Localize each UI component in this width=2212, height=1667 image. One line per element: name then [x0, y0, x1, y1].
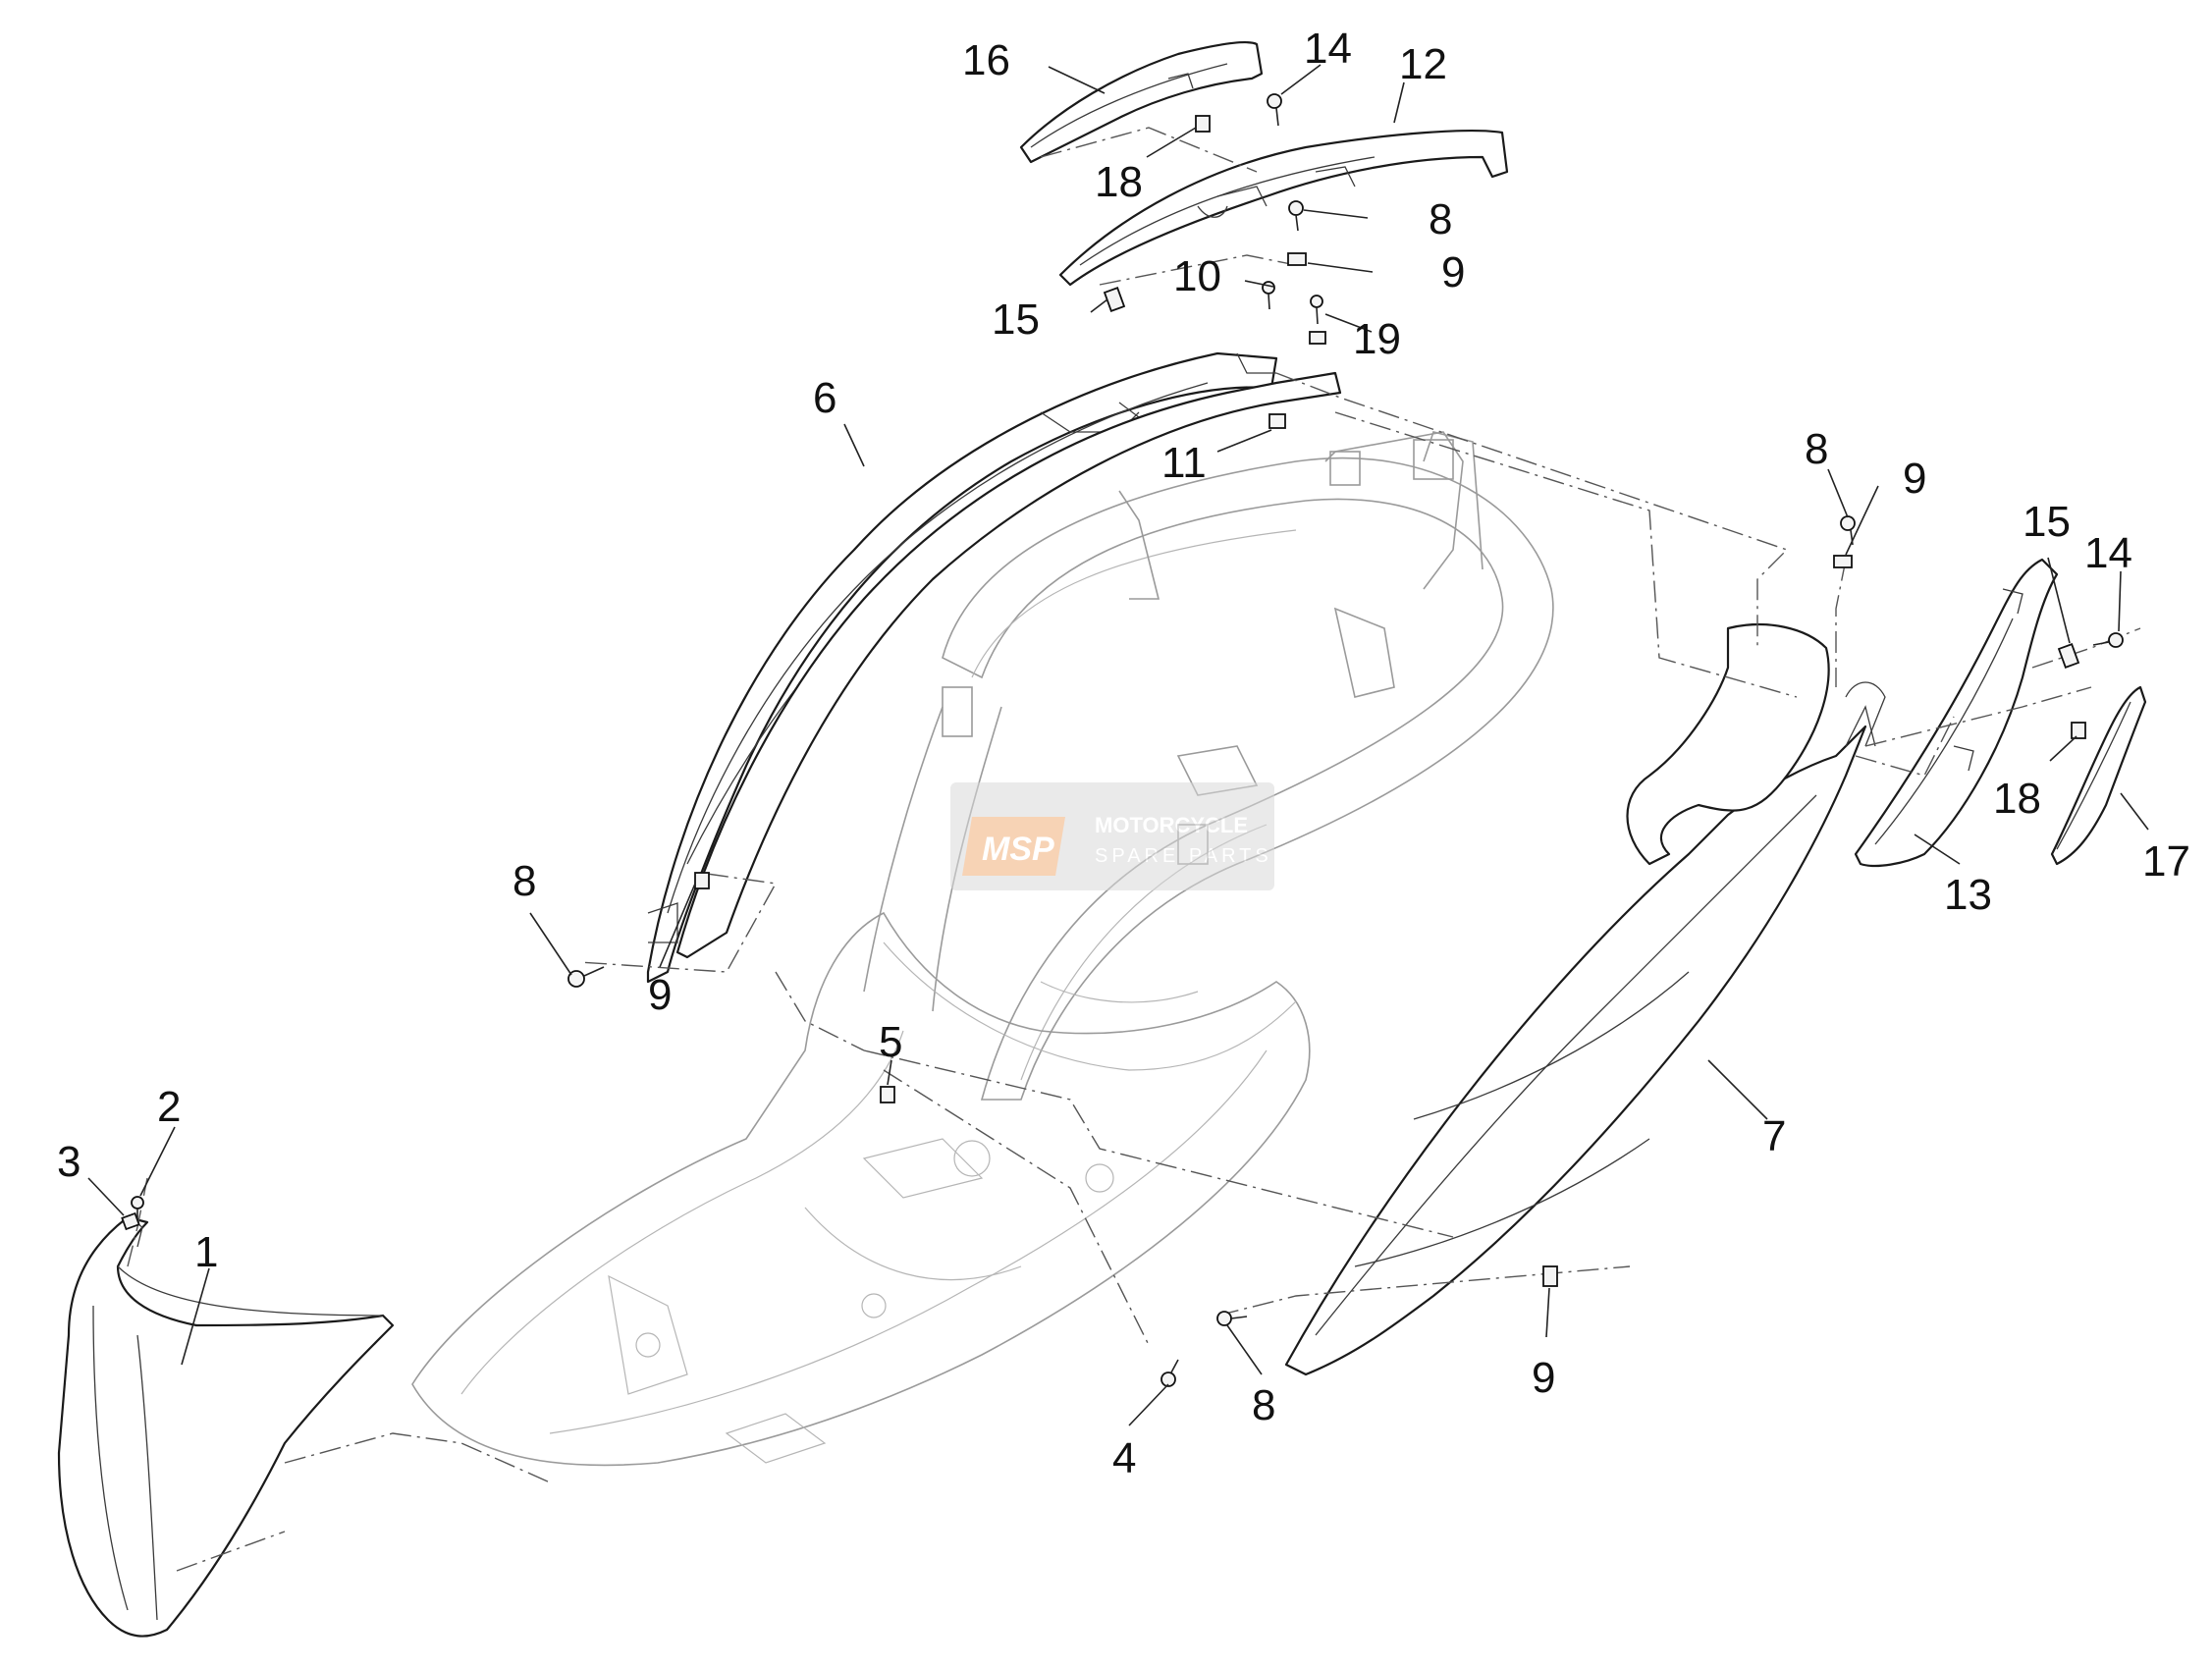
- callout-9-top: 9: [1441, 248, 1465, 296]
- part-7-right-side-cover: [1284, 622, 1886, 1376]
- callout-17: 17: [2142, 837, 2190, 886]
- callout-5: 5: [879, 1018, 902, 1066]
- watermark: MSP MOTORCYCLE SPARE PARTS: [950, 782, 1274, 890]
- screw-14-right: [2092, 632, 2124, 648]
- screw-8-top: [1288, 200, 1304, 232]
- footrest-floor: [411, 911, 1311, 1467]
- callout-12: 12: [1399, 40, 1447, 88]
- leader-lines: [87, 64, 2149, 1426]
- clip-18-right: [2071, 722, 2086, 739]
- callout-8-right: 8: [1805, 425, 1828, 473]
- clip-9-left: [694, 872, 710, 889]
- clip-18-top: [1195, 115, 1211, 133]
- clip-19-washer: [1309, 331, 1326, 345]
- callout-labels: 1 2 3 4 5 6 7 8 8 8 8 9 9 9 9 10 11 12 1…: [57, 25, 2190, 1482]
- watermark-line2: SPARE PARTS: [1095, 845, 1272, 867]
- callout-9-left: 9: [648, 971, 672, 1019]
- assembly-lines: [127, 127, 2141, 1572]
- watermark-line1: MOTORCYCLE: [1095, 813, 1248, 837]
- clip-9-right: [1833, 555, 1853, 568]
- screw-8-left: [567, 966, 605, 988]
- part-13-rear-trim: [1854, 558, 2059, 868]
- part-12-upper-rear-rail: [1058, 130, 1509, 287]
- callout-8-left: 8: [513, 857, 536, 905]
- screw-19: [1310, 295, 1323, 325]
- part-6-left-side-cover: [646, 351, 1342, 984]
- callout-13: 13: [1944, 871, 1992, 919]
- clip-5: [880, 1086, 895, 1103]
- callout-15-right: 15: [2023, 498, 2071, 546]
- clip-15-right: [2057, 643, 2080, 669]
- part-16-rail-cap: [1019, 40, 1264, 164]
- screw-14-top: [1267, 93, 1282, 127]
- clip-15-top: [1103, 287, 1126, 312]
- clip-9-bottom: [1542, 1265, 1558, 1287]
- callout-11: 11: [1161, 439, 1207, 487]
- screw-2: [131, 1196, 144, 1222]
- callout-15-top: 15: [992, 296, 1040, 344]
- part-17-trim-cap: [2050, 685, 2147, 866]
- callout-14-right: 14: [2084, 529, 2132, 577]
- callout-16: 16: [962, 36, 1010, 84]
- hardware: [121, 93, 2124, 1387]
- clip-9-top: [1287, 252, 1307, 266]
- callout-9-right: 9: [1903, 455, 1926, 503]
- callout-6: 6: [813, 374, 836, 422]
- callout-8-bottom: 8: [1252, 1381, 1275, 1429]
- watermark-logo: MSP: [982, 831, 1054, 868]
- callout-19: 19: [1353, 315, 1401, 363]
- callout-9-bottom: 9: [1532, 1354, 1555, 1402]
- screw-8-bottom: [1216, 1311, 1248, 1326]
- callout-1: 1: [194, 1228, 218, 1276]
- callout-10: 10: [1173, 252, 1221, 300]
- callout-7: 7: [1762, 1112, 1786, 1160]
- callout-4: 4: [1112, 1434, 1136, 1482]
- screw-4: [1160, 1359, 1179, 1387]
- callout-18-right: 18: [1993, 775, 2041, 823]
- clip-11: [1268, 413, 1286, 429]
- callout-18-top: 18: [1095, 158, 1143, 206]
- callout-3: 3: [57, 1138, 81, 1186]
- callout-14-top: 14: [1304, 25, 1352, 73]
- callout-2: 2: [157, 1083, 181, 1131]
- clip-3: [121, 1211, 140, 1231]
- callout-8-top: 8: [1429, 195, 1452, 243]
- part-1-front-lower-cover: [57, 1215, 395, 1638]
